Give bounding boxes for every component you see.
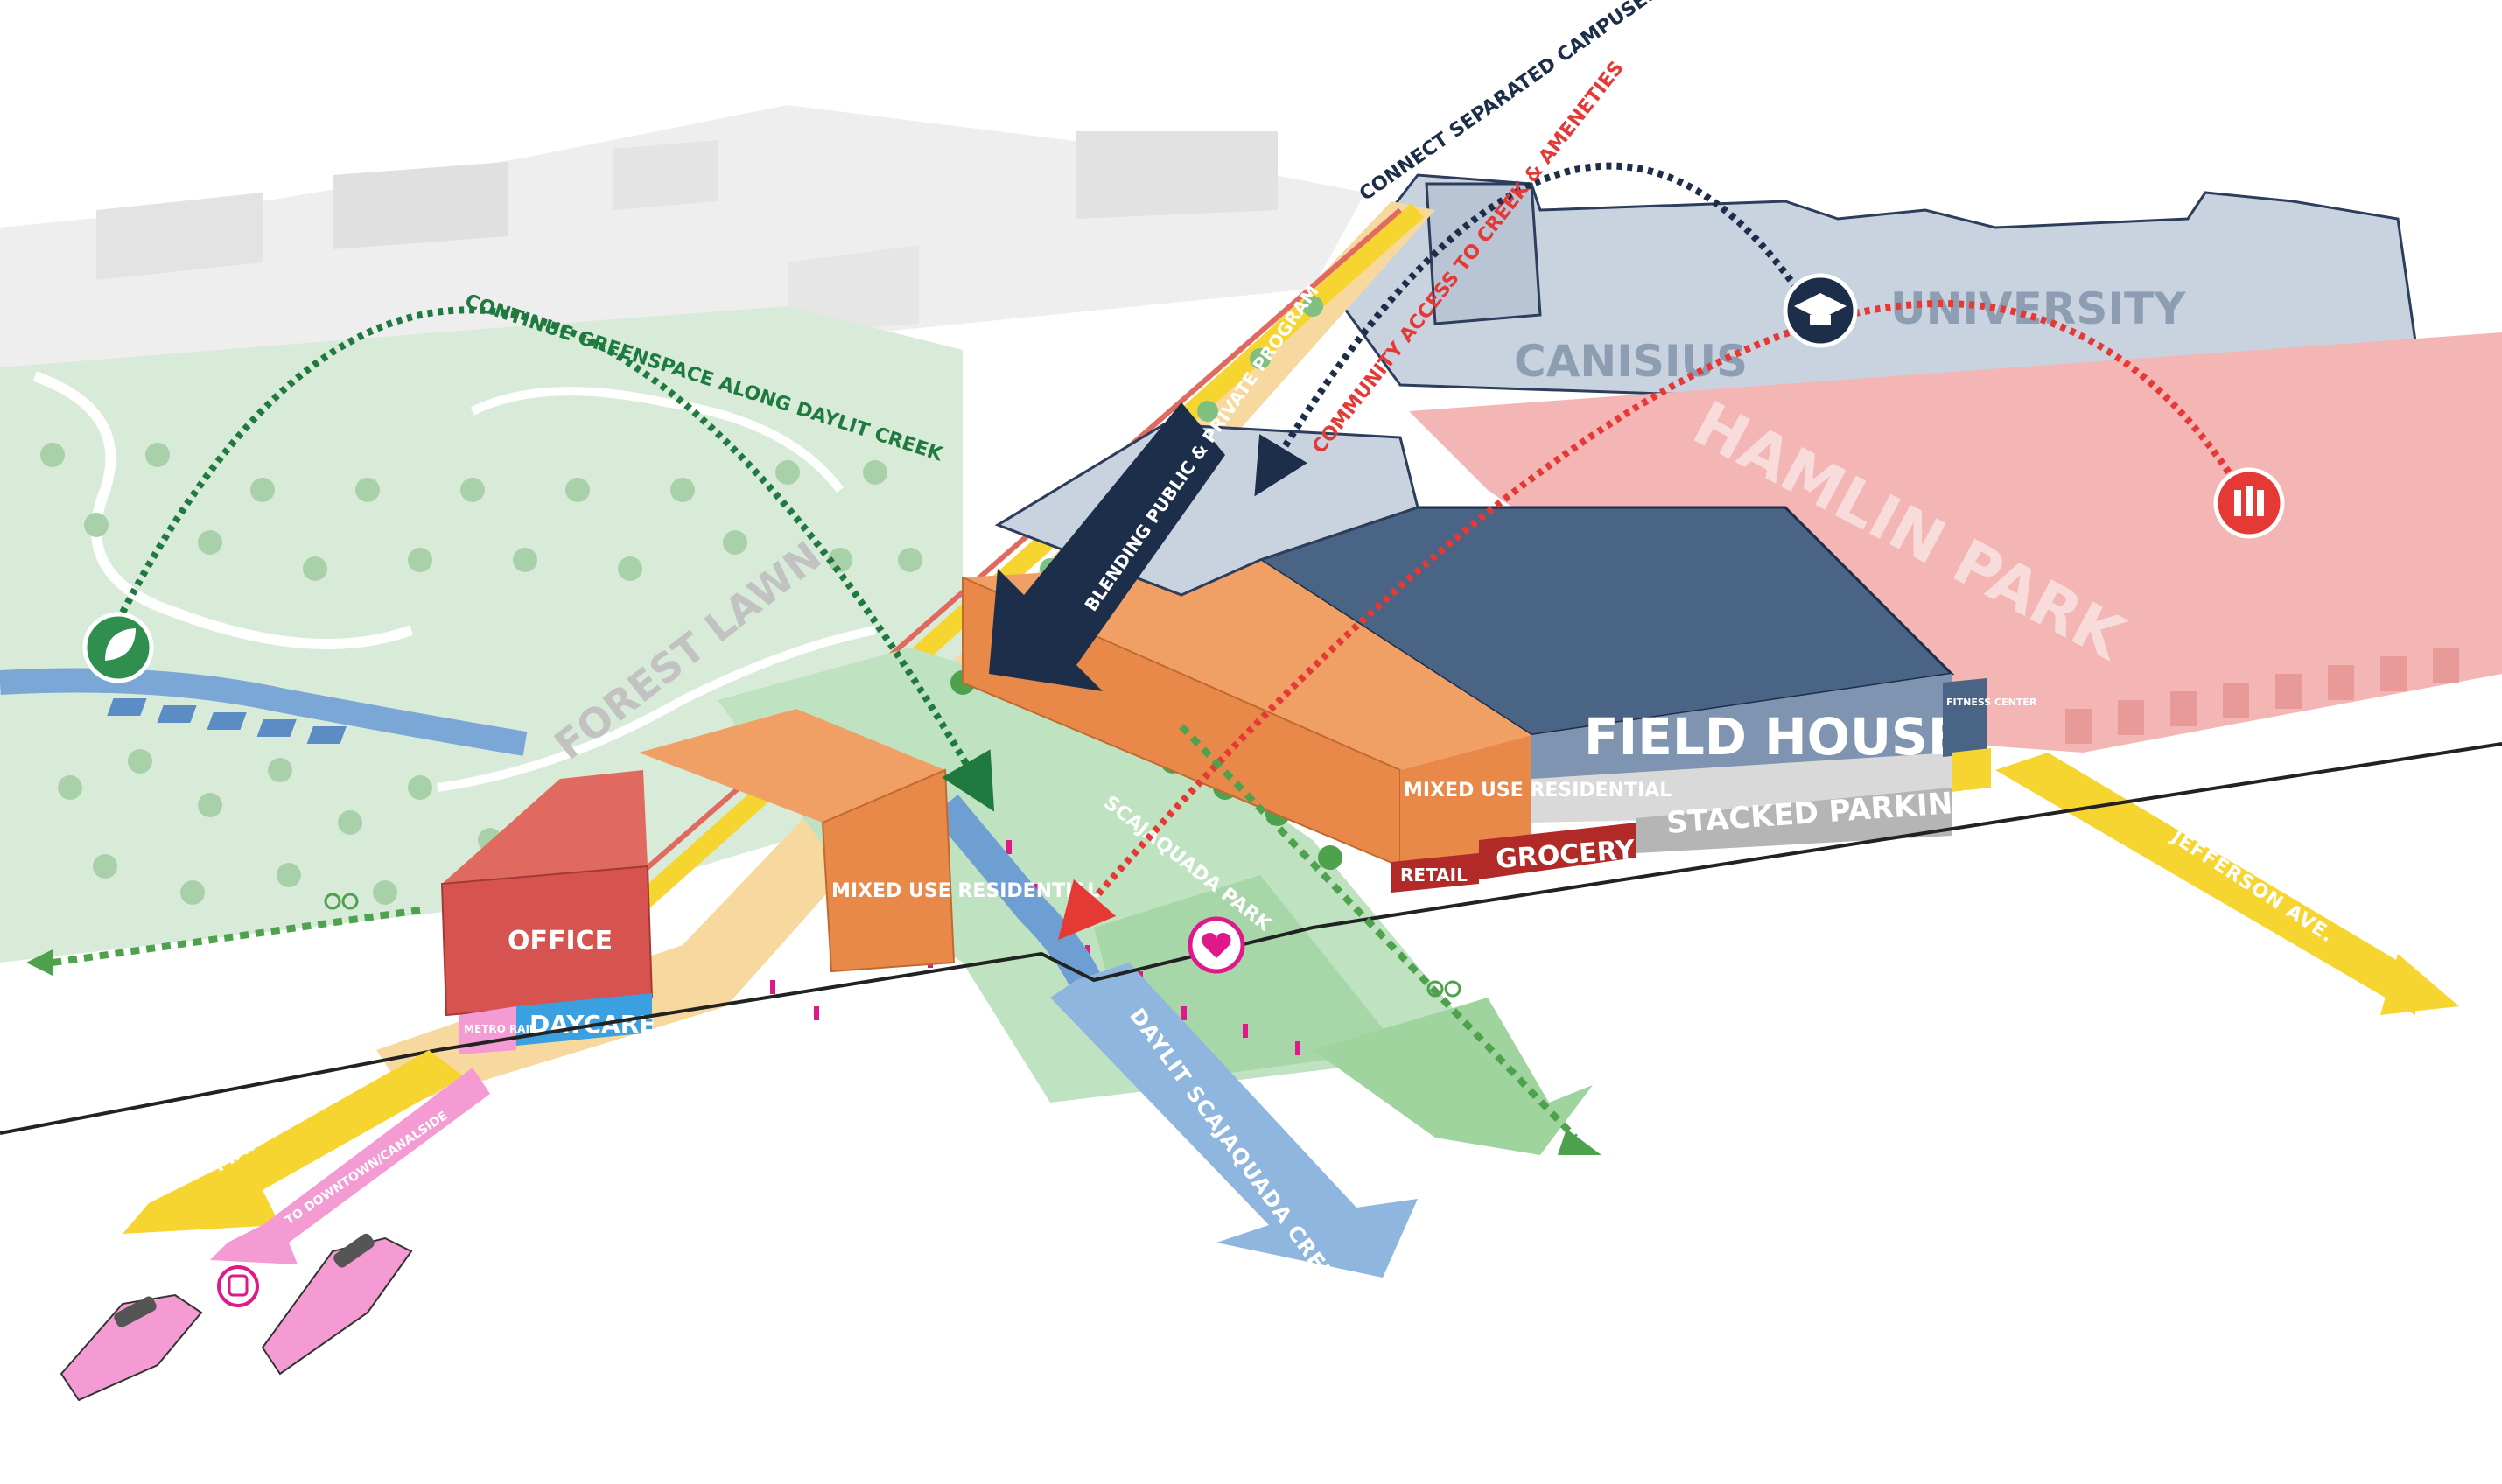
- campuses-label: CONNECT SEPARATED CAMPUSES: [1356, 0, 1663, 206]
- field-house-label: FIELD HOUSE: [1584, 707, 1962, 766]
- ped-path-east-head: [1558, 1129, 1601, 1155]
- fitness-center-label: FITNESS CENTER: [1946, 696, 2037, 708]
- metro-train-west: [61, 1294, 201, 1400]
- fitness-center-block: [1943, 678, 1987, 757]
- people-icon: [2216, 470, 2282, 536]
- canisius-label: CANISIUS: [1514, 336, 1748, 387]
- graduation-cap-icon: [1785, 276, 1855, 346]
- jefferson-street: [1995, 752, 2415, 1015]
- leaf-icon: [85, 614, 151, 681]
- context-block: [333, 162, 508, 249]
- metro-rail-label: METRO RAIL: [464, 1023, 536, 1035]
- university-label: UNIVERSITY: [1890, 284, 2186, 334]
- office-label: OFFICE: [508, 926, 613, 956]
- context-block: [613, 140, 718, 210]
- jefferson-label: JEFFERSON AVE.: [2166, 825, 2337, 948]
- context-block: [1076, 131, 1278, 219]
- mixed-use-east-label-1: MIXED USE RESIDENTIAL: [1404, 780, 1672, 802]
- metro-icon: [219, 1267, 257, 1306]
- retail-label: RETAIL: [1400, 864, 1468, 886]
- heart-icon: [1190, 919, 1243, 971]
- mixed-use-west-label: MIXED USE RESIDENTIAL: [831, 880, 1099, 902]
